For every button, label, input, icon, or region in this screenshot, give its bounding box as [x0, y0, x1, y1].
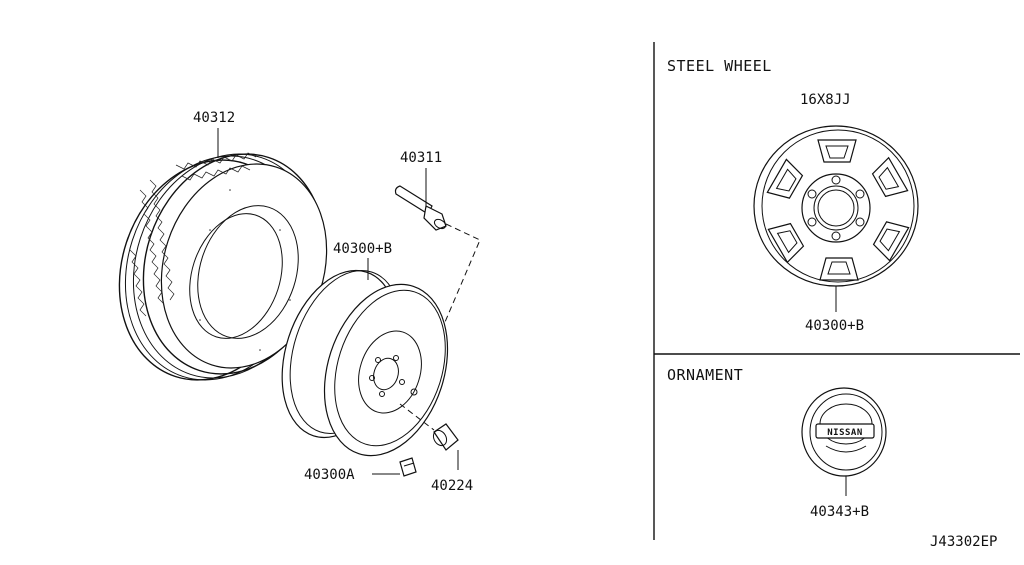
ornament-part-label: 40343+B — [810, 504, 869, 520]
ornament-header: ORNAMENT — [667, 366, 743, 384]
steel-wheel-header: STEEL WHEEL — [667, 57, 772, 75]
valve-part-label: 40311 — [400, 150, 442, 166]
lug-nut-illustration — [432, 423, 459, 451]
tire-illustration — [118, 152, 328, 381]
wheel-part-label: 40300+B — [333, 241, 392, 257]
diagram-code: J43302EP — [930, 534, 997, 550]
ornament-illustration: NISSAN — [801, 387, 887, 477]
steel-wheel-size: 16X8JJ — [800, 92, 851, 108]
valve-dashed-guide — [415, 223, 481, 391]
valve-stem-illustration — [394, 185, 447, 231]
tire-part-label: 40312 — [193, 110, 235, 126]
steel-wheel-part-label: 40300+B — [805, 318, 864, 334]
balance-weight-illustration — [399, 457, 417, 477]
wheel-illustration — [281, 269, 449, 457]
steel-wheel-illustration — [753, 125, 919, 287]
ornament-badge-text: NISSAN — [827, 428, 863, 438]
weight-part-label: 40300A — [304, 467, 355, 483]
nut-dashed-guide — [399, 403, 435, 431]
nut-part-label: 40224 — [431, 478, 473, 494]
